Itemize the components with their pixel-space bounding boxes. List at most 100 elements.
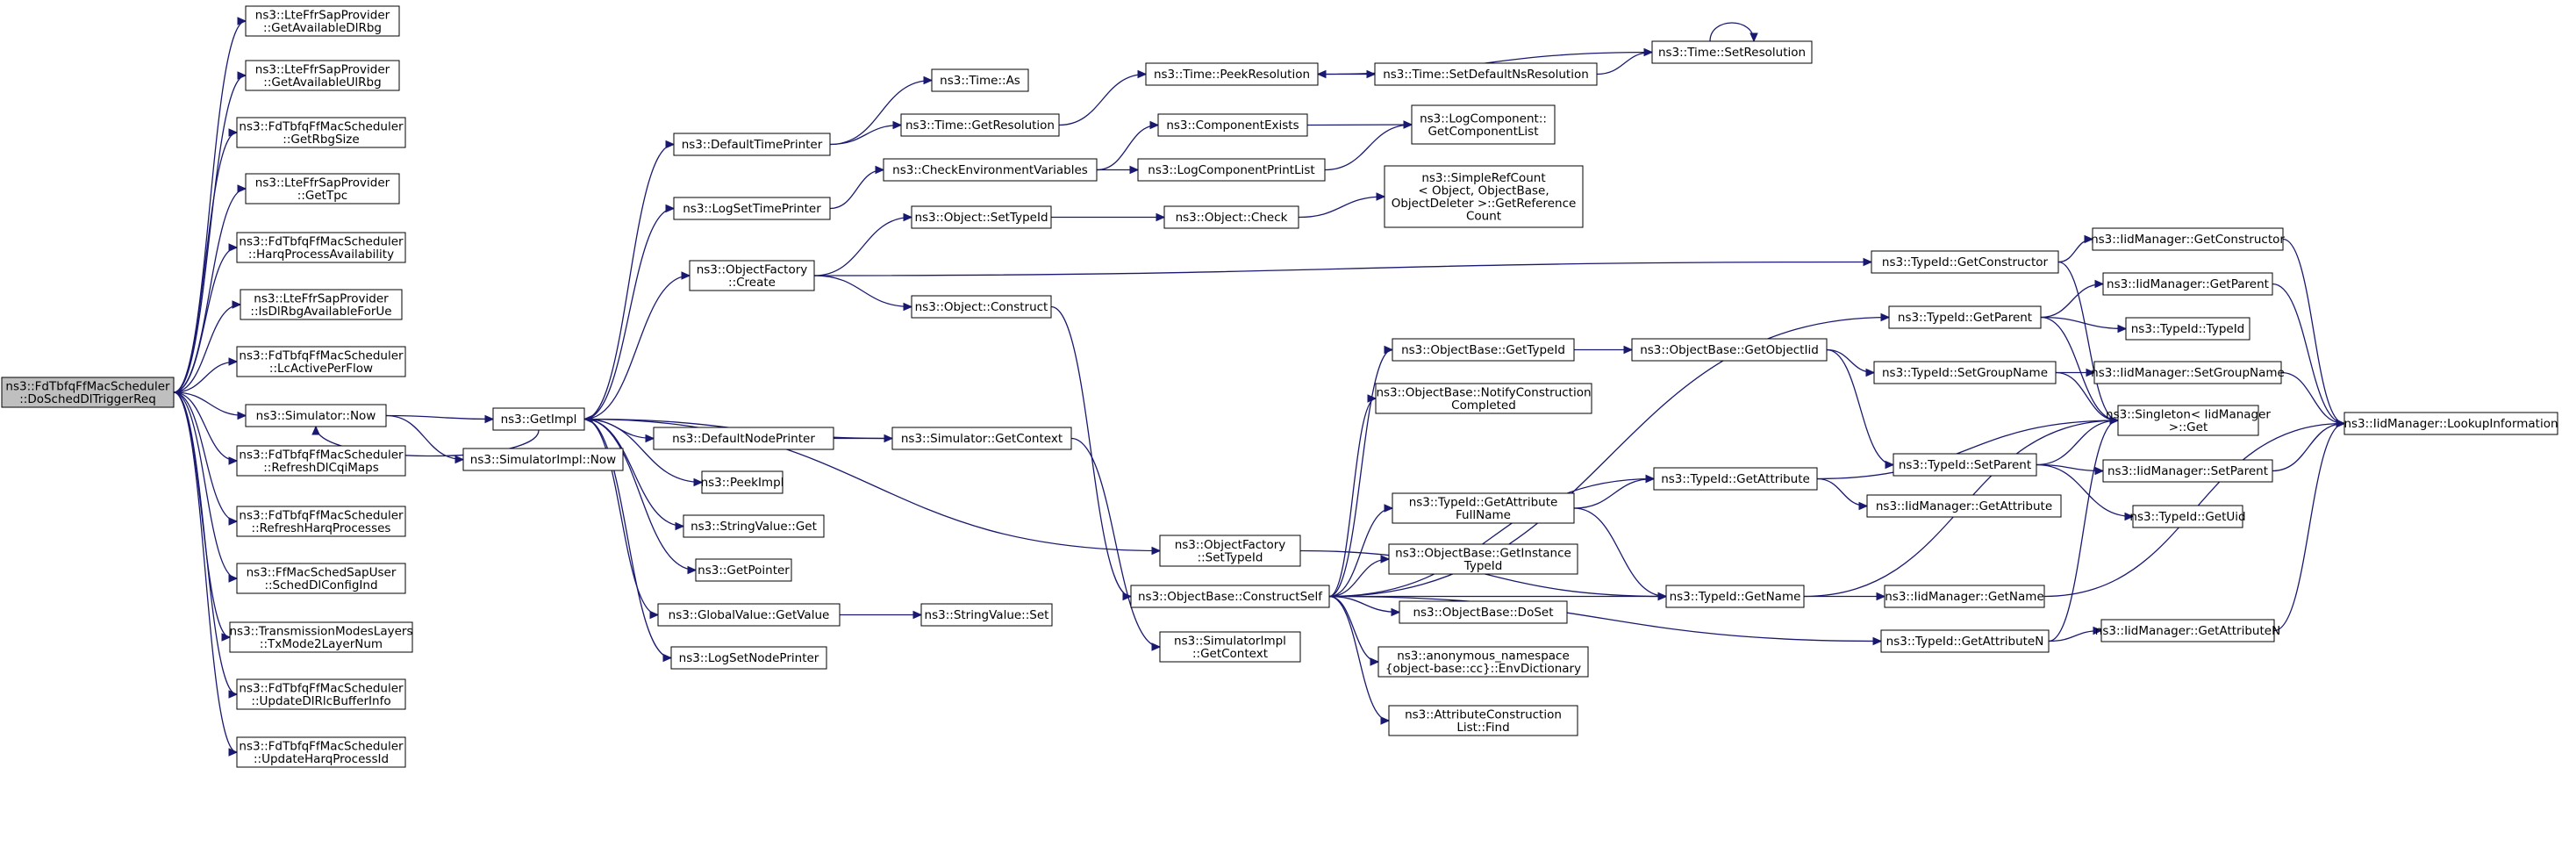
node-iidGetName[interactable]: ns3::IidManager::GetName	[1884, 585, 2045, 608]
node-timeAs[interactable]: ns3::Time::As	[931, 68, 1029, 92]
node-typeIdSetGroupName[interactable]: ns3::TypeId::SetGroupName	[1873, 361, 2057, 384]
node-typeIdGetAttributeN[interactable]: ns3::TypeId::GetAttributeN	[1880, 629, 2050, 653]
node-simpleRefCount[interactable]: ns3::SimpleRefCount< Object, ObjectBase,…	[1384, 165, 1584, 228]
node-globalValueGetValue[interactable]: ns3::GlobalValue::GetValue	[657, 603, 841, 627]
node-label: ns3::IidManager::GetAttributeN	[2095, 624, 2280, 638]
node-getImpl[interactable]: ns3::GetImpl	[492, 407, 585, 431]
node-anonEnvDict[interactable]: ns3::anonymous_namespace{object-base::cc…	[1377, 646, 1589, 678]
edge-line	[385, 414, 494, 420]
edge-arrowhead	[1316, 69, 1327, 79]
node-simImplGetContext[interactable]: ns3::SimulatorImpl::GetContext	[1159, 631, 1301, 663]
node-checkEnv[interactable]: ns3::CheckEnvironmentVariables	[883, 158, 1098, 182]
node-logCompGetList[interactable]: ns3::LogComponent::GetComponentList	[1411, 104, 1556, 145]
node-getPointer[interactable]: ns3::GetPointer	[695, 558, 792, 582]
edge-line	[583, 207, 675, 420]
edge-arrowhead	[1149, 120, 1160, 130]
node-schedDlCfg[interactable]: ns3::FfMacSchedSapUser::SchedDlConfigInd	[236, 563, 406, 594]
node-objBaseDoSet[interactable]: ns3::ObjectBase::DoSet	[1399, 600, 1568, 624]
node-iidGetConstructor[interactable]: ns3::IidManager::GetConstructor	[2091, 227, 2285, 251]
edge-simNow-to-simImplNow	[385, 414, 465, 464]
node-timeSetRes[interactable]: ns3::Time::SetResolution	[1651, 40, 1813, 64]
node-typeIdGetUid[interactable]: ns3::TypeId::GetUid	[2129, 505, 2246, 528]
node-isDlRbg[interactable]: ns3::LteFfrSapProvider::IsDlRbgAvailable…	[240, 289, 403, 320]
node-typeIdTypeId[interactable]: ns3::TypeId::TypeId	[2125, 317, 2250, 341]
edge-arrowhead	[1885, 460, 1895, 470]
node-objCheck[interactable]: ns3::Object::Check	[1163, 205, 1299, 229]
node-updateRlc[interactable]: ns3::FdTbfqFfMacScheduler::UpdateDlRlcBu…	[236, 678, 406, 710]
node-iidGetParent[interactable]: ns3::IidManager::GetParent	[2102, 272, 2273, 296]
node-objBaseConstructSelf[interactable]: ns3::ObjectBase::ConstructSelf	[1130, 585, 1330, 608]
node-label: ::HarqProcessAvailability	[248, 248, 394, 262]
node-objSetTypeId[interactable]: ns3::Object::SetTypeId	[911, 205, 1052, 229]
node-simNow[interactable]: ns3::Simulator::Now	[245, 404, 387, 427]
edge-getImpl-to-logSetTimePrinter	[583, 204, 676, 420]
node-stringValueGet[interactable]: ns3::StringValue::Get	[683, 514, 825, 538]
node-logCompPrintList[interactable]: ns3::LogComponentPrintList	[1137, 158, 1326, 182]
node-label: ns3::FdTbfqFfMacScheduler	[239, 681, 404, 695]
node-typeIdSetParent[interactable]: ns3::TypeId::SetParent	[1893, 453, 2037, 477]
edge-getImpl-to-defTimePrinter	[583, 140, 676, 420]
node-txMode[interactable]: ns3::TransmissionModesLayers::TxMode2Lay…	[229, 621, 413, 653]
node-box	[670, 646, 827, 670]
node-timeSetDefNsRes[interactable]: ns3::Time::SetDefaultNsResolution	[1374, 62, 1598, 86]
node-logSetTimePrinter[interactable]: ns3::LogSetTimePrinter	[673, 197, 831, 220]
node-getAvailUl[interactable]: ns3::LteFfrSapProvider::GetAvailableUlRb…	[245, 60, 400, 91]
node-objConstruct[interactable]: ns3::Object::Construct	[911, 295, 1052, 319]
node-timeGetRes[interactable]: ns3::Time::GetResolution	[900, 113, 1060, 137]
node-objBaseGetTypeId[interactable]: ns3::ObjectBase::GetTypeId	[1392, 338, 1575, 362]
node-box	[229, 621, 413, 653]
node-iidSetParent[interactable]: ns3::IidManager::SetParent	[2102, 459, 2273, 483]
node-defTimePrinter[interactable]: ns3::DefaultTimePrinter	[673, 133, 831, 156]
node-iidGetAttribute[interactable]: ns3::IidManager::GetAttribute	[1866, 494, 2062, 518]
node-getAvailDl[interactable]: ns3::LteFfrSapProvider::GetAvailableDlRb…	[245, 5, 400, 37]
node-logSetNodePrinter[interactable]: ns3::LogSetNodePrinter	[670, 646, 827, 670]
edge-objBaseGetTypeId-to-objBaseGetObjectIid	[1573, 345, 1634, 355]
node-iidLookupInfo[interactable]: ns3::IidManager::LookupInformation	[2343, 412, 2558, 435]
edge-arrowhead	[645, 434, 655, 443]
node-label: ns3::DefaultNodePrinter	[672, 432, 815, 446]
node-defNodePrinter[interactable]: ns3::DefaultNodePrinter	[653, 427, 834, 450]
edge-getImpl-to-logSetNodePrinter	[583, 418, 673, 663]
node-harqAvail[interactable]: ns3::FdTbfqFfMacScheduler::HarqProcessAv…	[236, 232, 406, 263]
node-peekImpl[interactable]: ns3::PeekImpl	[701, 470, 784, 494]
node-objBaseNotify[interactable]: ns3::ObjectBase::NotifyConstructionCompl…	[1375, 383, 1592, 414]
node-simGetContext[interactable]: ns3::Simulator::GetContext	[891, 427, 1072, 450]
node-typeIdGetName[interactable]: ns3::TypeId::GetName	[1665, 585, 1805, 608]
edge-line	[1816, 477, 1868, 507]
node-iidSetGroupName[interactable]: ns3::IidManager::SetGroupName	[2091, 361, 2285, 384]
node-objFactoryCreate[interactable]: ns3::ObjectFactory::Create	[689, 260, 815, 291]
node-refreshCqi[interactable]: ns3::FdTbfqFfMacScheduler::RefreshDlCqiM…	[236, 445, 406, 477]
node-objBaseGetObjectIid[interactable]: ns3::ObjectBase::GetObjectIid	[1631, 338, 1828, 362]
node-root[interactable]: ns3::FdTbfqFfMacScheduler::DoSchedDlTrig…	[1, 377, 175, 408]
node-updateHarqId[interactable]: ns3::FdTbfqFfMacScheduler::UpdateHarqPro…	[236, 736, 406, 768]
node-singletonGet[interactable]: ns3::Singleton< IidManager>::Get	[2106, 405, 2271, 436]
node-getRbgSize[interactable]: ns3::FdTbfqFfMacScheduler::GetRbgSize	[236, 117, 406, 148]
node-label: ns3::Singleton< IidManager	[2106, 407, 2271, 421]
node-typeIdGetAttribute[interactable]: ns3::TypeId::GetAttribute	[1653, 467, 1818, 491]
edge-line	[2280, 371, 2345, 425]
node-typeIdGetParent[interactable]: ns3::TypeId::GetParent	[1888, 305, 2042, 329]
node-compExists[interactable]: ns3::ComponentExists	[1157, 113, 1308, 137]
node-refreshHarq[interactable]: ns3::FdTbfqFfMacScheduler::RefreshHarqPr…	[236, 506, 406, 537]
node-stringValueSet[interactable]: ns3::StringValue::Set	[920, 603, 1053, 627]
edge-arrowhead	[237, 184, 247, 193]
edge-objFactoryCreate-to-typeIdGetConstructor	[813, 257, 1873, 276]
node-box	[1157, 113, 1308, 137]
node-getTpc[interactable]: ns3::LteFfrSapProvider::GetTpc	[245, 173, 400, 205]
node-iidGetAttributeN[interactable]: ns3::IidManager::GetAttributeN	[2095, 619, 2280, 642]
node-lcActive[interactable]: ns3::FdTbfqFfMacScheduler::LcActivePerFl…	[236, 346, 406, 377]
edge-line	[1050, 305, 1132, 598]
node-label: ns3::Time::SetDefaultNsResolution	[1383, 68, 1589, 82]
node-timePeekRes[interactable]: ns3::Time::PeekResolution	[1145, 62, 1319, 86]
edge-arrowhead	[1880, 312, 1891, 322]
edge-arrowhead	[228, 357, 239, 366]
node-label: ns3::Object::SetTypeId	[914, 211, 1048, 225]
node-objFactorySetTypeId[interactable]: ns3::ObjectFactory::SetTypeId	[1159, 535, 1301, 567]
edge-objBaseConstructSelf-to-objBaseGetTypeId	[1328, 345, 1394, 598]
node-simImplNow[interactable]: ns3::SimulatorImpl::Now	[462, 448, 624, 471]
edge-arrowhead	[2094, 466, 2105, 476]
node-typeIdGetConstructor[interactable]: ns3::TypeId::GetConstructor	[1871, 250, 2059, 274]
